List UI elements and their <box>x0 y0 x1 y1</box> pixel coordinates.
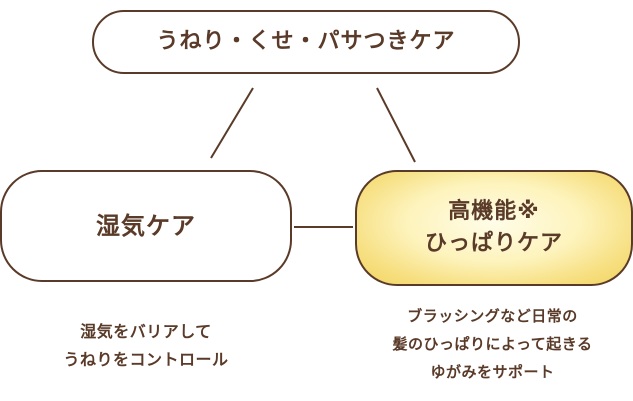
top-box-label: うねり・くせ・パサつきケア <box>156 29 456 55</box>
left-box-caption: 湿気をバリアして うねりをコントロール <box>63 322 229 369</box>
right-box-pulling-care: 高機能※ ひっぱりケア <box>355 170 633 286</box>
left-box-label: 湿気ケア <box>96 211 196 240</box>
connector-top-to-right <box>376 87 416 163</box>
connector-top-to-left <box>210 87 254 159</box>
top-box-unity-frizz-dryness-care: うねり・くせ・パサつきケア <box>92 10 520 74</box>
right-box-caption: ブラッシングなど日常の 髪のひっぱりによって起きる ゆがみをサポート <box>392 307 593 381</box>
left-box-humidity-care: 湿気ケア <box>0 170 292 282</box>
right-box-label: 高機能※ ひっぱりケア <box>424 199 563 256</box>
